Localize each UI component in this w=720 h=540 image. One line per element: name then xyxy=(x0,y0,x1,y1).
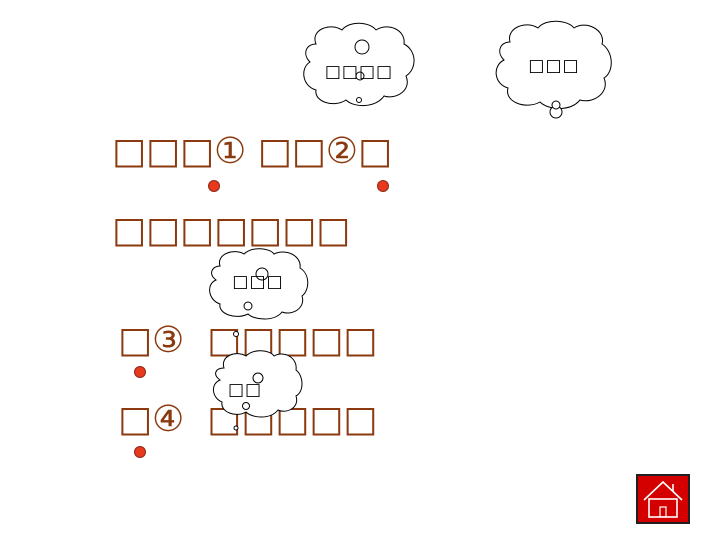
cloud-icon xyxy=(303,22,415,106)
text-line-1: □□□① □□②□ xyxy=(112,131,393,172)
thought-bubble-4: □□ xyxy=(212,350,303,434)
text-line-2: □□□□□□□ xyxy=(112,210,351,251)
marker-dot-3 xyxy=(134,366,146,378)
cloud-icon xyxy=(213,350,303,431)
bubble-text-4: □□ xyxy=(228,380,263,400)
bubble-text-1: □□□□ xyxy=(324,62,394,82)
marker-dot-2 xyxy=(377,180,389,192)
marker-dot-1 xyxy=(208,180,220,192)
house-icon xyxy=(643,480,683,518)
marker-dot-4 xyxy=(134,446,146,458)
home-button[interactable] xyxy=(636,474,690,524)
thought-bubble-3: □□□ xyxy=(206,248,310,342)
cloud-icon xyxy=(209,248,309,337)
cloud-icon xyxy=(495,20,612,119)
thought-bubble-1: □□□□ xyxy=(300,22,418,118)
bubble-text-2: □□□ xyxy=(528,56,580,76)
bubble-text-3: □□□ xyxy=(232,272,284,292)
thought-bubble-2: □□□ xyxy=(494,20,614,126)
